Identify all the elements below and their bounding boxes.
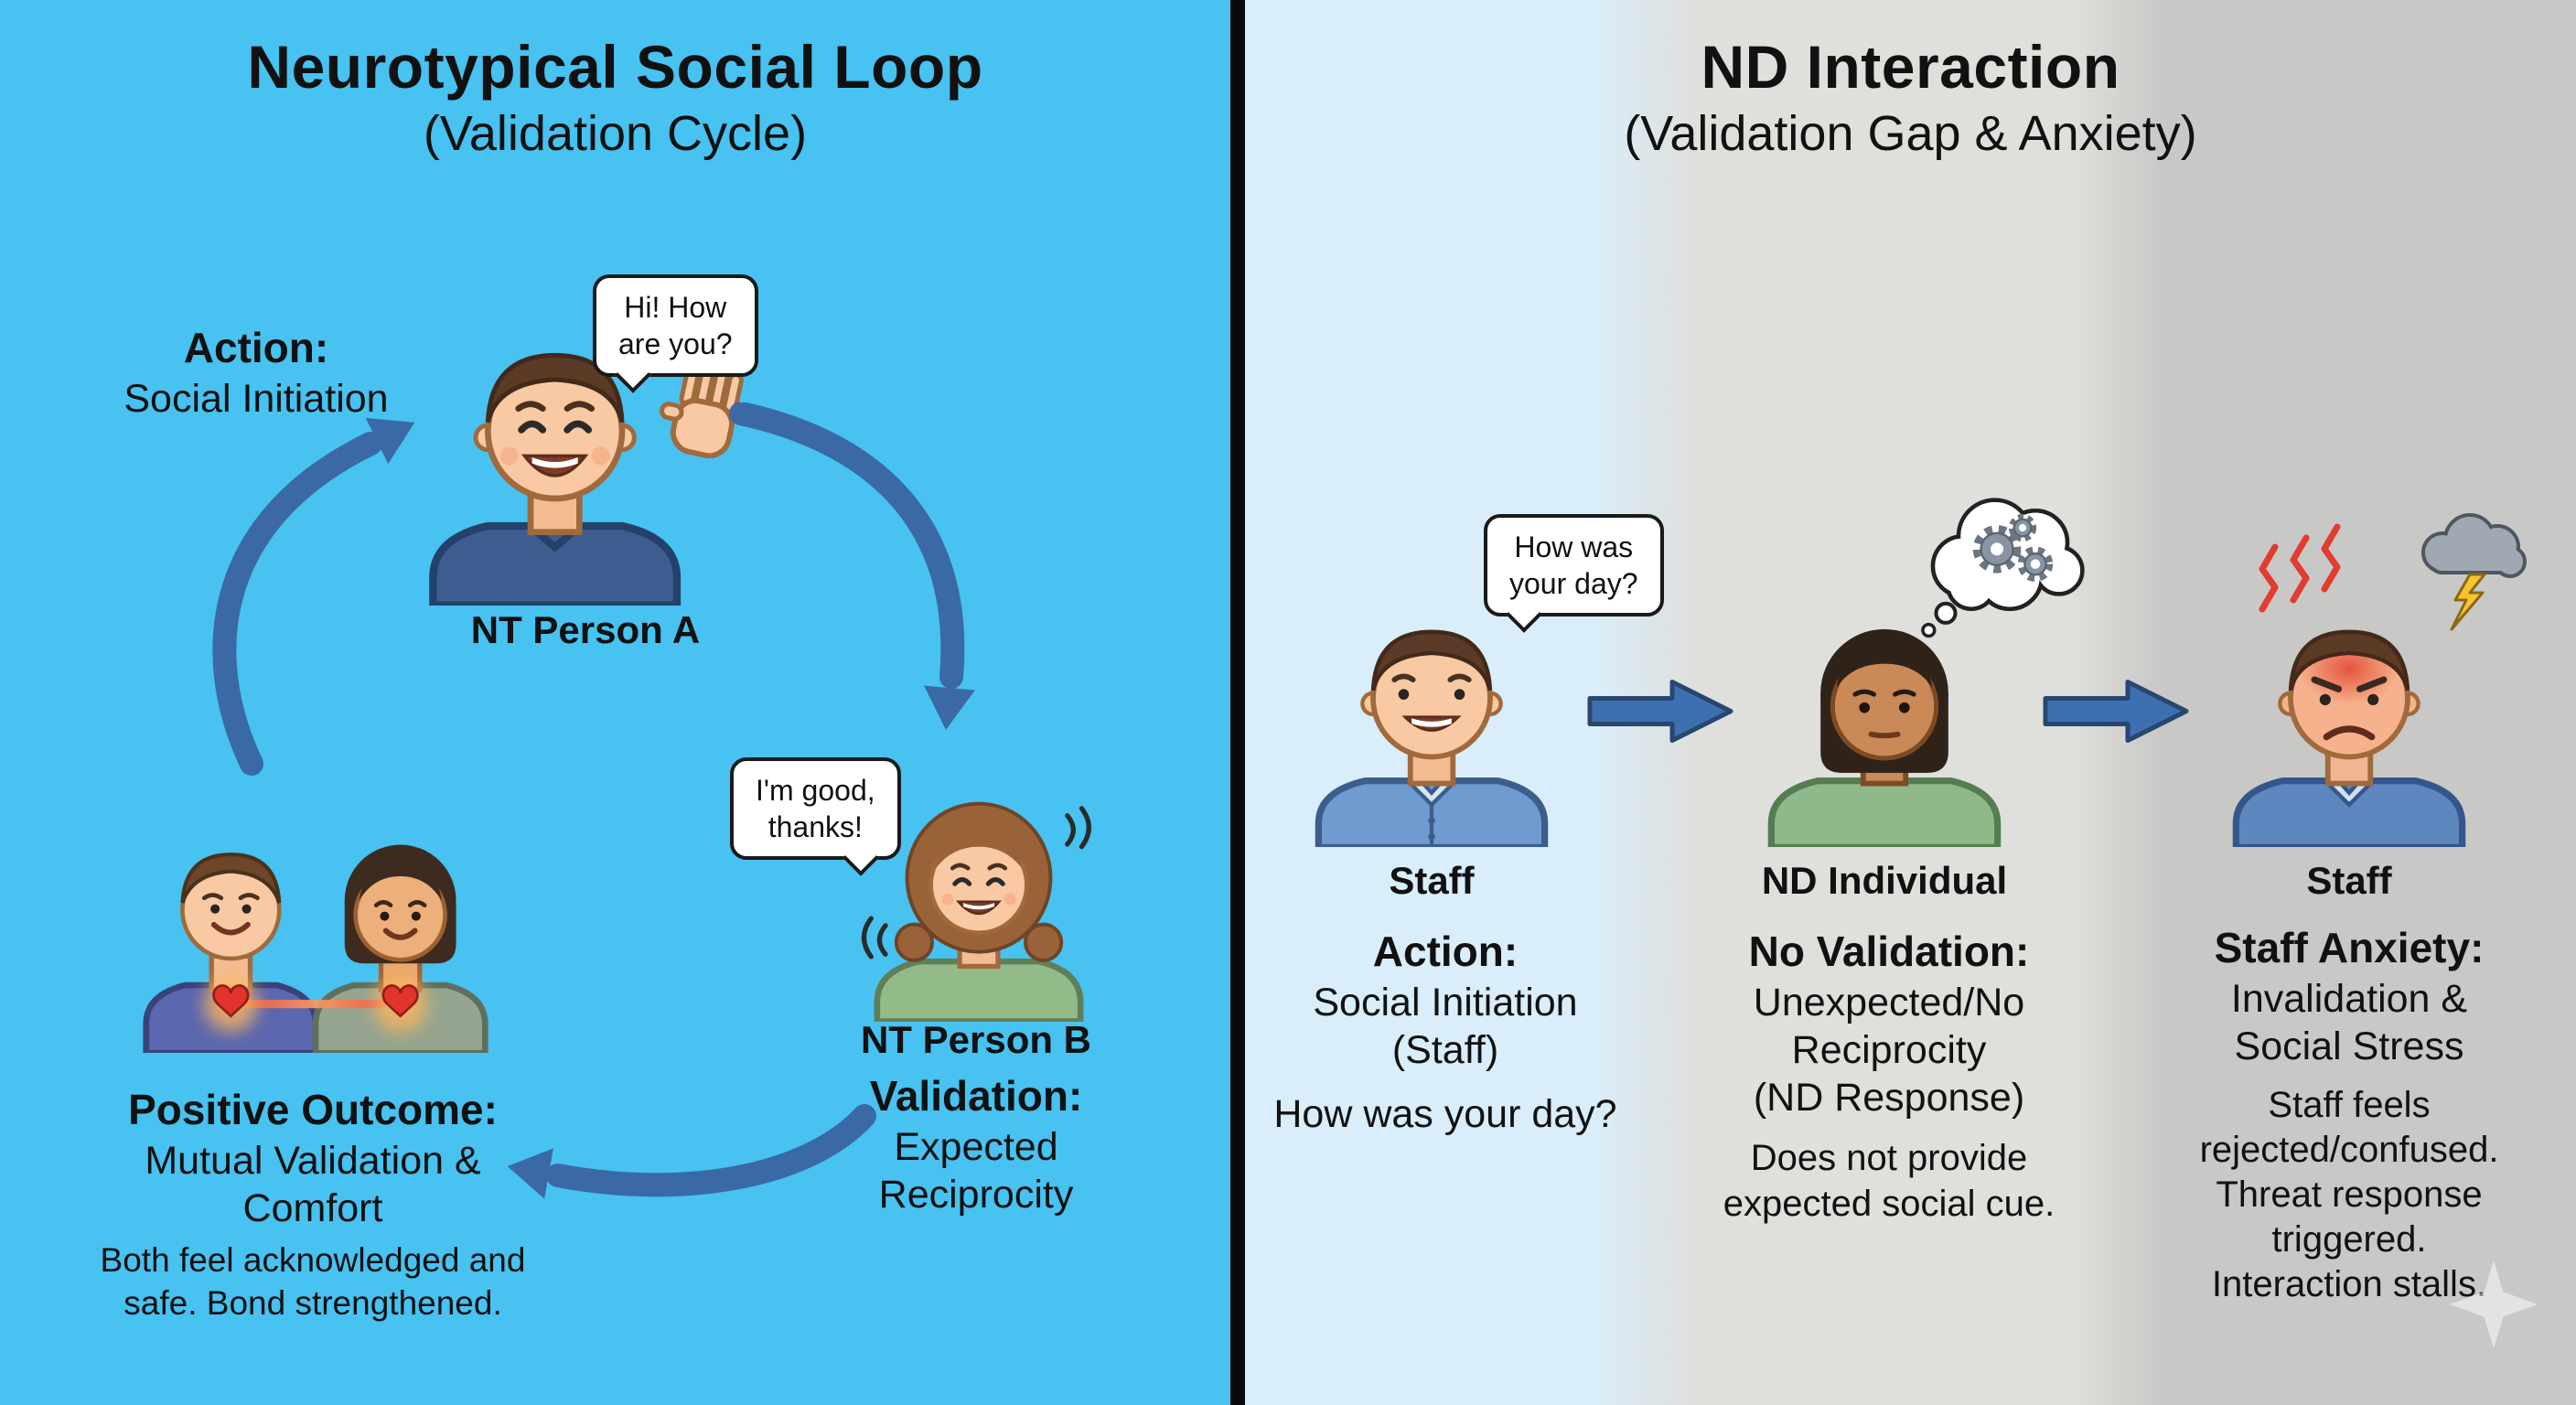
nt-person-b-illustration (861, 801, 1091, 1022)
person-a-speech-bubble: Hi! How are you? (593, 274, 758, 377)
cycle-arrow-outcome-to-a-icon (212, 417, 415, 776)
left-panel-subtitle: (Validation Cycle) (423, 106, 808, 162)
validation-text: Expected Reciprocity (878, 1124, 1074, 1217)
nd-text-block: No Validation: Unexpected/No Reciprocity… (1700, 926, 2078, 1227)
left-title-block: Neurotypical Social Loop (Validation Cyc… (0, 31, 1230, 166)
action-label: Action: (183, 324, 329, 371)
validation-beam (245, 999, 386, 1009)
action-label-block: Action: Social Initiation (55, 322, 457, 423)
staff1-name: Staff (1389, 859, 1475, 902)
nd-individual-name: ND Individual (1761, 859, 2008, 902)
staff-anxiety-text: Invalidation & Social Stress (2230, 976, 2468, 1068)
heart-icon (212, 984, 250, 1018)
storm-cloud-icon (2421, 513, 2527, 631)
staff-speech-bubble: How was your day? (1484, 514, 1664, 617)
panel-divider (1230, 0, 1245, 1405)
sparkle-watermark-icon (2450, 1260, 2538, 1348)
staff1-text-block: Action: Social Initiation (Staff) How wa… (1262, 926, 1628, 1139)
nd-detail: Does not provide expected social cue. (1723, 1137, 2055, 1224)
no-validation-label: No Validation: (1748, 928, 2030, 975)
thought-bubble-gears-icon (1921, 498, 2085, 638)
heart-icon (381, 984, 419, 1018)
outcome-detail: Both feel acknowledged and safe. Bond st… (100, 1241, 526, 1322)
action-text: Social Initiation (123, 376, 389, 421)
right-panel-title: ND Interaction (1701, 33, 2120, 101)
right-title-block: ND Interaction (Validation Gap & Anxiety… (1245, 31, 2576, 166)
staff1-quote: How was your day? (1273, 1092, 1617, 1137)
person-b-name: NT Person B (860, 1018, 1092, 1061)
person-a-name: NT Person A (470, 608, 701, 651)
outcome-text-block: Positive Outcome: Mutual Validation & Co… (38, 1084, 587, 1325)
staff2-name: Staff (2306, 859, 2392, 902)
cycle-arrow-a-to-b-icon (729, 402, 975, 730)
lightning-icon (2450, 573, 2486, 631)
couple-illustration (143, 844, 488, 1054)
staff-illustration (1315, 629, 1549, 848)
anxious-staff-illustration (2232, 629, 2466, 848)
excitement-marks-icon (861, 806, 1091, 960)
right-panel-subtitle: (Validation Gap & Anxiety) (1624, 106, 2197, 162)
staff1-action-text: Social Initiation (Staff) (1313, 980, 1578, 1072)
cycle-arrow-b-to-outcome-icon (507, 1104, 876, 1199)
stress-squiggle-icon (2259, 523, 2341, 613)
person-b-text-block: NT Person B Validation: Expected Recipro… (802, 1017, 1150, 1219)
outcome-label: Positive Outcome: (128, 1086, 498, 1133)
person-b-speech-bubble: I'm good, thanks! (730, 757, 901, 860)
staff-anxiety-label: Staff Anxiety: (2214, 924, 2485, 971)
staff2-text-block: Staff Anxiety: Invalidation & Social Str… (2166, 922, 2532, 1306)
nd-individual-illustration (1767, 628, 2002, 848)
no-validation-text: Unexpected/No Reciprocity (ND Response) (1753, 980, 2025, 1121)
outcome-text: Mutual Validation & Comfort (145, 1138, 481, 1230)
flow-arrow-icon (2043, 680, 2189, 743)
staff1-action-label: Action: (1372, 928, 1519, 975)
left-panel-title: Neurotypical Social Loop (247, 33, 983, 101)
staff-anxiety-detail: Staff feels rejected/confused. Threat re… (2199, 1085, 2499, 1304)
validation-label: Validation: (869, 1072, 1083, 1121)
neurotypical-panel: Neurotypical Social Loop (Validation Cyc… (0, 0, 1230, 1405)
nt-person-a-illustration (429, 352, 744, 606)
gear-icon (1972, 513, 2054, 582)
flow-arrow-icon (1587, 680, 1733, 743)
